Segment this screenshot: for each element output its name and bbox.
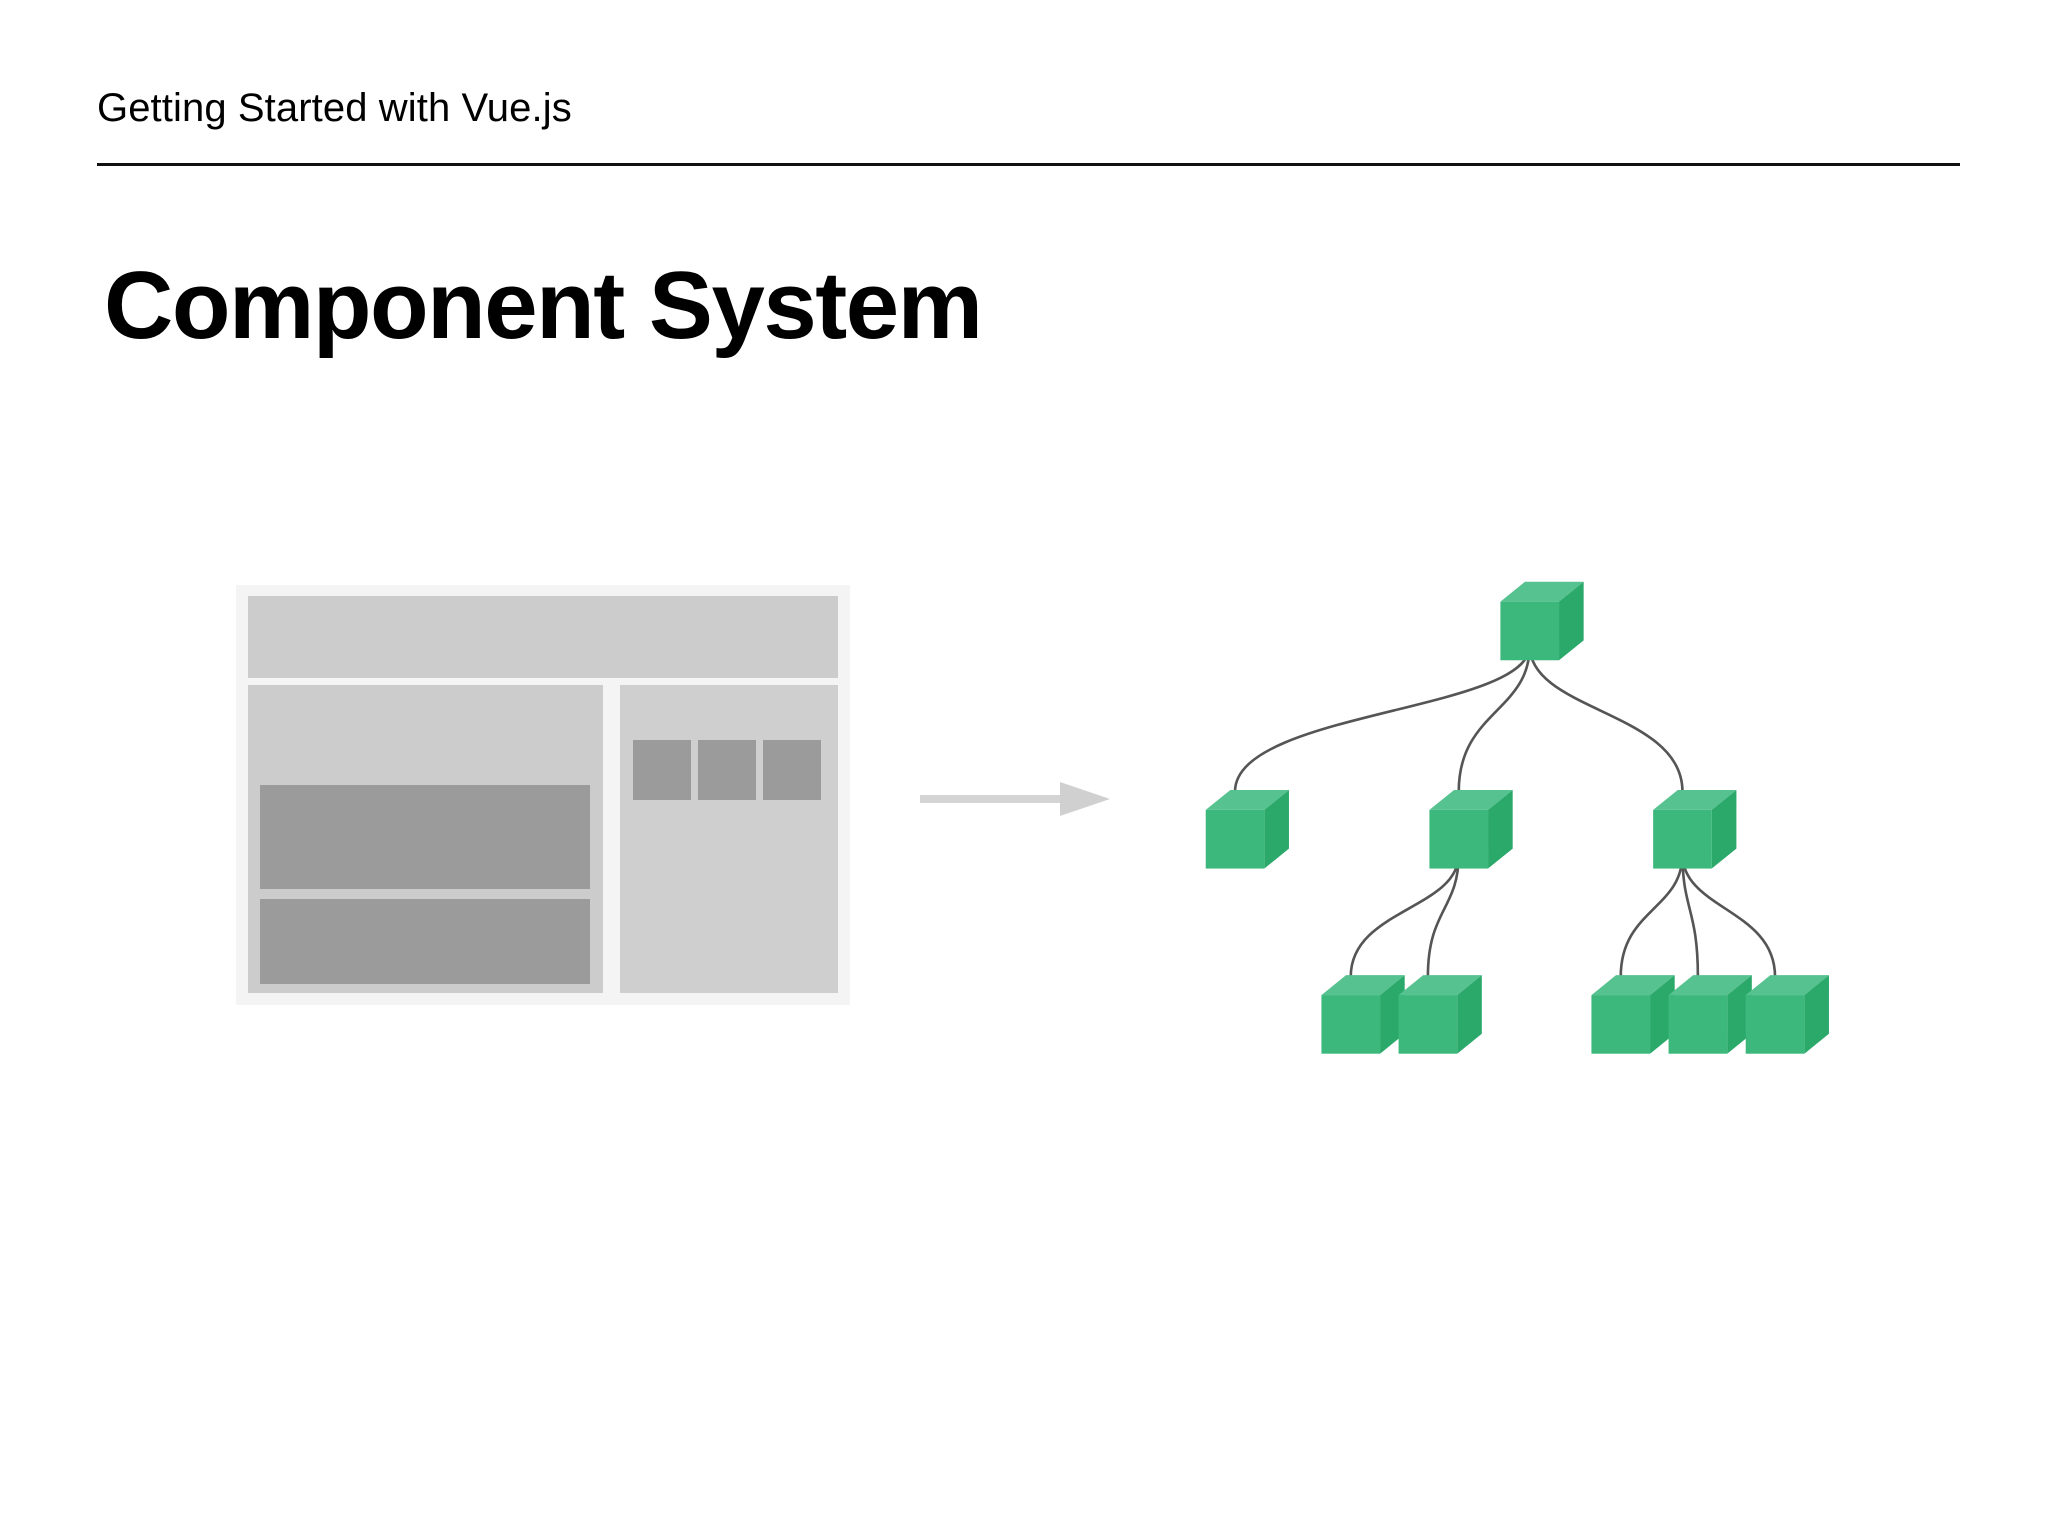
- page-title: Component System: [104, 252, 983, 360]
- cube-side-face: [1488, 790, 1513, 869]
- cube-top-face: [1205, 790, 1289, 810]
- component-cube: [1205, 790, 1289, 869]
- mockup-main-content: [248, 685, 603, 993]
- mockup-content-block-2: [260, 899, 590, 984]
- cube-side-face: [1380, 975, 1405, 1054]
- tree-edge: [1528, 644, 1684, 793]
- cube-side-face: [1650, 975, 1675, 1054]
- component-cube: [1500, 581, 1584, 661]
- tree-edge: [1681, 852, 1777, 978]
- cube-front-face: [1745, 995, 1805, 1054]
- tree-edge: [1426, 852, 1461, 978]
- cube-front-face: [1591, 995, 1651, 1054]
- component-cube: [1398, 975, 1482, 1054]
- mockup-header-bar: [248, 596, 838, 678]
- cube-top-face: [1500, 581, 1584, 602]
- component-cube: [1429, 790, 1513, 869]
- mockup-sidebar-tile-3: [763, 740, 821, 800]
- component-cube: [1321, 975, 1405, 1054]
- cube-front-face: [1653, 809, 1712, 869]
- cube-side-face: [1457, 975, 1482, 1054]
- mockup-sidebar: [620, 685, 838, 993]
- component-cube: [1591, 975, 1675, 1054]
- cube-front-face: [1398, 995, 1458, 1054]
- cube-front-face: [1668, 995, 1728, 1054]
- component-cube: [1668, 975, 1752, 1054]
- header-divider: [97, 163, 1960, 166]
- cube-side-face: [1804, 975, 1829, 1054]
- mockup-sidebar-tile-1: [633, 740, 691, 800]
- deck-title: Getting Started with Vue.js: [97, 86, 572, 130]
- component-cube: [1745, 975, 1829, 1054]
- cube-front-face: [1205, 809, 1265, 869]
- tree-edge: [1681, 852, 1700, 978]
- arrow-icon: [920, 782, 1110, 816]
- cube-top-face: [1653, 790, 1737, 810]
- cube-top-face: [1321, 975, 1405, 996]
- cube-front-face: [1321, 995, 1381, 1054]
- tree-edge: [1619, 852, 1684, 978]
- cube-side-face: [1711, 790, 1737, 869]
- tree-edge: [1233, 644, 1532, 793]
- tree-edge: [1457, 644, 1532, 793]
- tree-edges: [1233, 644, 1777, 978]
- ui-mockup: [236, 585, 850, 1005]
- mockup-content-block-1: [260, 785, 590, 889]
- transform-arrow: [920, 770, 1120, 830]
- cube-top-face: [1398, 975, 1482, 996]
- cube-side-face: [1559, 581, 1584, 661]
- cube-top-face: [1745, 975, 1829, 996]
- mockup-body: [248, 685, 838, 993]
- cube-top-face: [1591, 975, 1675, 996]
- cube-front-face: [1500, 601, 1560, 661]
- component-tree: [1130, 520, 1860, 1060]
- cube-front-face: [1429, 809, 1489, 869]
- cube-side-face: [1264, 790, 1289, 869]
- cube-top-face: [1429, 790, 1513, 810]
- cube-side-face: [1727, 975, 1752, 1054]
- tree-edge: [1349, 852, 1461, 978]
- component-cube: [1653, 790, 1737, 869]
- mockup-sidebar-tile-2: [698, 740, 756, 800]
- slide-header: Getting Started with Vue.js: [97, 88, 1960, 128]
- cube-top-face: [1668, 975, 1752, 996]
- tree-nodes: [1205, 581, 1829, 1054]
